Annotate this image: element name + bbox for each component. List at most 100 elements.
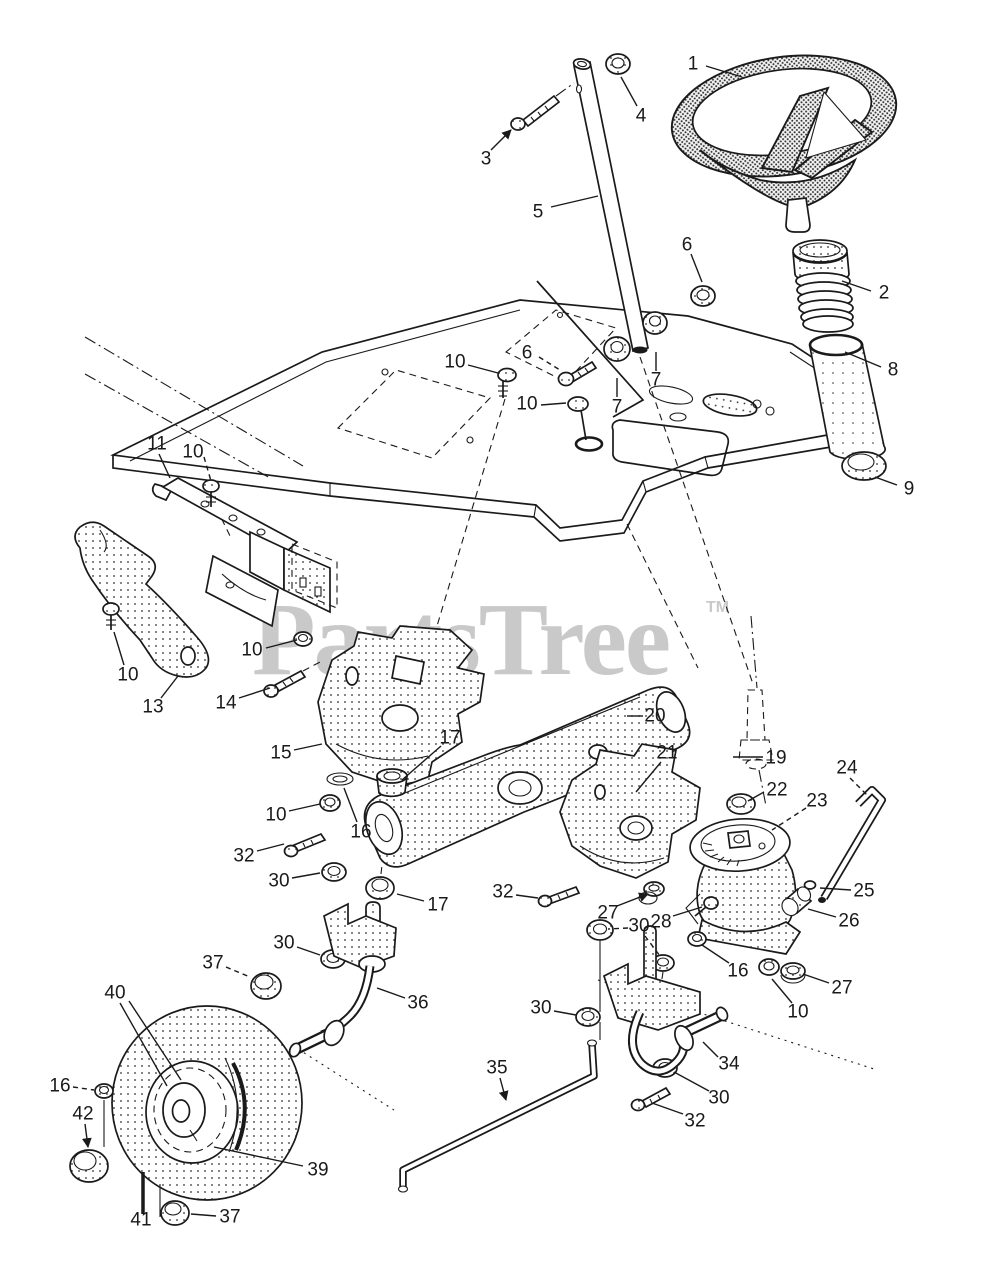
leader-line-16 <box>701 944 730 964</box>
alignment-lines <box>84 336 875 1111</box>
leader-line-28 <box>672 906 703 917</box>
part-callout-7: 7 <box>612 397 623 418</box>
nut-10-right-part <box>758 958 780 976</box>
leader-line-8 <box>844 351 882 368</box>
part-callout-35: 35 <box>486 1058 507 1079</box>
part-callout-10: 10 <box>241 640 262 661</box>
part-callout-10: 10 <box>117 665 138 686</box>
leader-line-37 <box>225 966 251 978</box>
chassis-deck-part <box>110 280 873 542</box>
leader-line-34 <box>702 1041 719 1058</box>
part-callout-6: 6 <box>682 235 693 256</box>
part-callout-20: 20 <box>644 706 665 727</box>
leader-line-25 <box>819 887 852 891</box>
part-callout-10: 10 <box>444 352 465 373</box>
sector-gear-23-part <box>685 817 802 955</box>
bushing-17-lower-part <box>365 876 395 900</box>
part-callout-10: 10 <box>182 442 203 463</box>
part-callout-16: 16 <box>350 822 371 843</box>
part-callout-22: 22 <box>766 780 787 801</box>
part-callout-14: 14 <box>215 693 237 714</box>
part-callout-13: 13 <box>142 697 163 718</box>
steering-wheel-part <box>670 54 898 233</box>
leader-line-42 <box>82 1123 92 1148</box>
leader-line-17 <box>396 893 425 902</box>
part-callout-26: 26 <box>838 911 859 932</box>
part-callout-19: 19 <box>765 748 786 769</box>
bolt-6-part <box>557 360 598 387</box>
leader-line-23 <box>771 807 807 831</box>
bushing-17-upper-part <box>326 768 408 798</box>
leader-line-35 <box>498 1077 509 1101</box>
spindle-36-part <box>288 901 397 1058</box>
leader-line-10 <box>288 803 321 812</box>
part-callout-39: 39 <box>307 1160 328 1181</box>
part-callout-23: 23 <box>806 791 827 812</box>
bolt-10-arm-part <box>102 602 120 630</box>
part-callout-28: 28 <box>650 912 671 933</box>
leader-line-30 <box>553 1010 577 1016</box>
part-callout-42: 42 <box>72 1104 93 1125</box>
nut-16-wheel-part <box>94 1083 114 1147</box>
leader-line-10 <box>771 978 793 1004</box>
axle-bracket-15-part <box>317 625 485 787</box>
part-callout-30: 30 <box>530 998 551 1019</box>
part-callout-27: 27 <box>831 978 852 999</box>
part-callout-3: 3 <box>481 149 492 170</box>
part-callout-32: 32 <box>233 846 254 867</box>
leader-line-10 <box>113 631 125 666</box>
nut-16-right-part <box>687 931 707 947</box>
part-callout-15: 15 <box>270 743 291 764</box>
leader-line-39 <box>213 1146 304 1167</box>
bolts-32-part <box>283 832 672 1112</box>
part-callout-37: 37 <box>202 953 223 974</box>
leader-line-32 <box>651 1102 684 1115</box>
leader-line-30 <box>607 927 629 930</box>
leader-line-6 <box>690 253 703 283</box>
column-tube-part <box>808 333 887 461</box>
part-callout-6: 6 <box>522 343 533 364</box>
bolt-19-part <box>738 689 774 770</box>
part-callout-21: 21 <box>656 743 677 764</box>
leader-line-10 <box>203 456 212 482</box>
leader-line-15 <box>293 743 323 751</box>
hanger-bracket-11-part <box>151 477 338 628</box>
leader-line-9 <box>874 476 898 486</box>
part-callout-10: 10 <box>265 805 286 826</box>
part-callout-1: 1 <box>688 54 699 75</box>
nut-6-part <box>690 285 716 307</box>
part-callout-30: 30 <box>268 871 289 892</box>
part-callout-30: 30 <box>273 933 294 954</box>
part-callout-17: 17 <box>427 895 448 916</box>
leader-line-21 <box>635 761 662 793</box>
spacer-26-part <box>781 886 813 917</box>
part-callout-40: 40 <box>104 983 125 1004</box>
leader-line-27 <box>616 892 649 907</box>
part-callout-41: 41 <box>130 1210 151 1231</box>
leader-line-27 <box>802 973 830 984</box>
part-callout-37: 37 <box>219 1207 240 1228</box>
part-callout-17: 17 <box>439 728 460 749</box>
watermark-tm: TM <box>706 599 729 616</box>
hub-cap-37-lower-part <box>160 1200 190 1226</box>
part-callout-16: 16 <box>727 961 748 982</box>
bushing-7-part <box>603 311 668 362</box>
part-callout-16: 16 <box>49 1076 70 1097</box>
part-callout-11: 11 <box>147 434 167 455</box>
leader-line-10 <box>467 364 499 374</box>
leader-line-26 <box>807 908 837 918</box>
washer-22-part <box>726 793 756 815</box>
leader-line-30 <box>296 946 321 956</box>
bolt-28-part <box>694 896 719 917</box>
part-callout-8: 8 <box>888 360 899 381</box>
steering-shaft-part <box>572 58 650 354</box>
leader-line-4 <box>620 76 638 107</box>
part-callout-5: 5 <box>533 202 544 223</box>
leader-line-14 <box>238 687 271 699</box>
leader-line-11 <box>158 453 171 479</box>
cap-9-part <box>841 451 887 481</box>
nuts-30-part <box>320 862 678 1078</box>
leader-line-40 <box>119 1002 168 1087</box>
leader-line-30 <box>673 1071 710 1092</box>
